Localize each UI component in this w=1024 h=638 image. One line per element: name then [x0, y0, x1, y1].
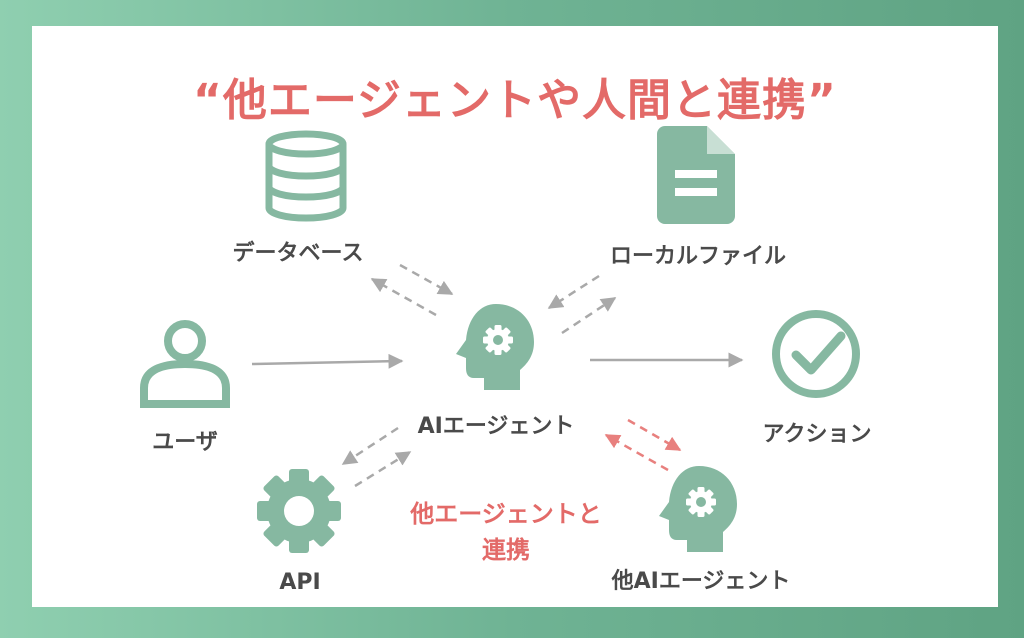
database-label: データベース — [232, 241, 364, 266]
ai-agent-label: AIエージェント — [417, 414, 575, 439]
arrow-ai-to-other-agent — [627, 418, 682, 452]
api-label: API — [279, 570, 321, 595]
arrow-ai-to-file — [561, 296, 617, 335]
gear-icon — [257, 469, 341, 553]
arrow-file-to-ai — [547, 274, 600, 310]
collaboration-line-1: 他エージェントと — [410, 500, 602, 528]
file-icon — [657, 126, 735, 224]
arrow-api-to-ai — [354, 450, 412, 488]
ai-head-icon — [659, 466, 737, 552]
diagram-frame: “他エージェントや人間と連携” — [32, 26, 998, 607]
check-circle-icon — [772, 310, 860, 398]
connection-arrows — [251, 263, 744, 488]
collaboration-line-2: 連携 — [482, 536, 530, 564]
arrow-user-to-ai — [251, 353, 404, 369]
arrow-ai-to-database — [370, 277, 437, 317]
action-label: アクション — [762, 422, 872, 447]
arrow-database-to-ai — [399, 263, 454, 296]
arrow-other-agent-to-ai — [604, 433, 669, 472]
collaboration-note: 他エージェントと 連携 — [410, 496, 602, 568]
database-icon — [265, 130, 347, 222]
local-file-label: ローカルファイル — [609, 244, 787, 269]
ai-head-icon — [456, 304, 534, 390]
arrow-ai-to-api — [341, 426, 399, 466]
page-title: “他エージェントや人間と連携” — [193, 75, 837, 126]
user-icon — [140, 320, 230, 408]
user-label: ユーザ — [152, 430, 218, 455]
other-agent-label: 他AIエージェント — [611, 569, 791, 594]
